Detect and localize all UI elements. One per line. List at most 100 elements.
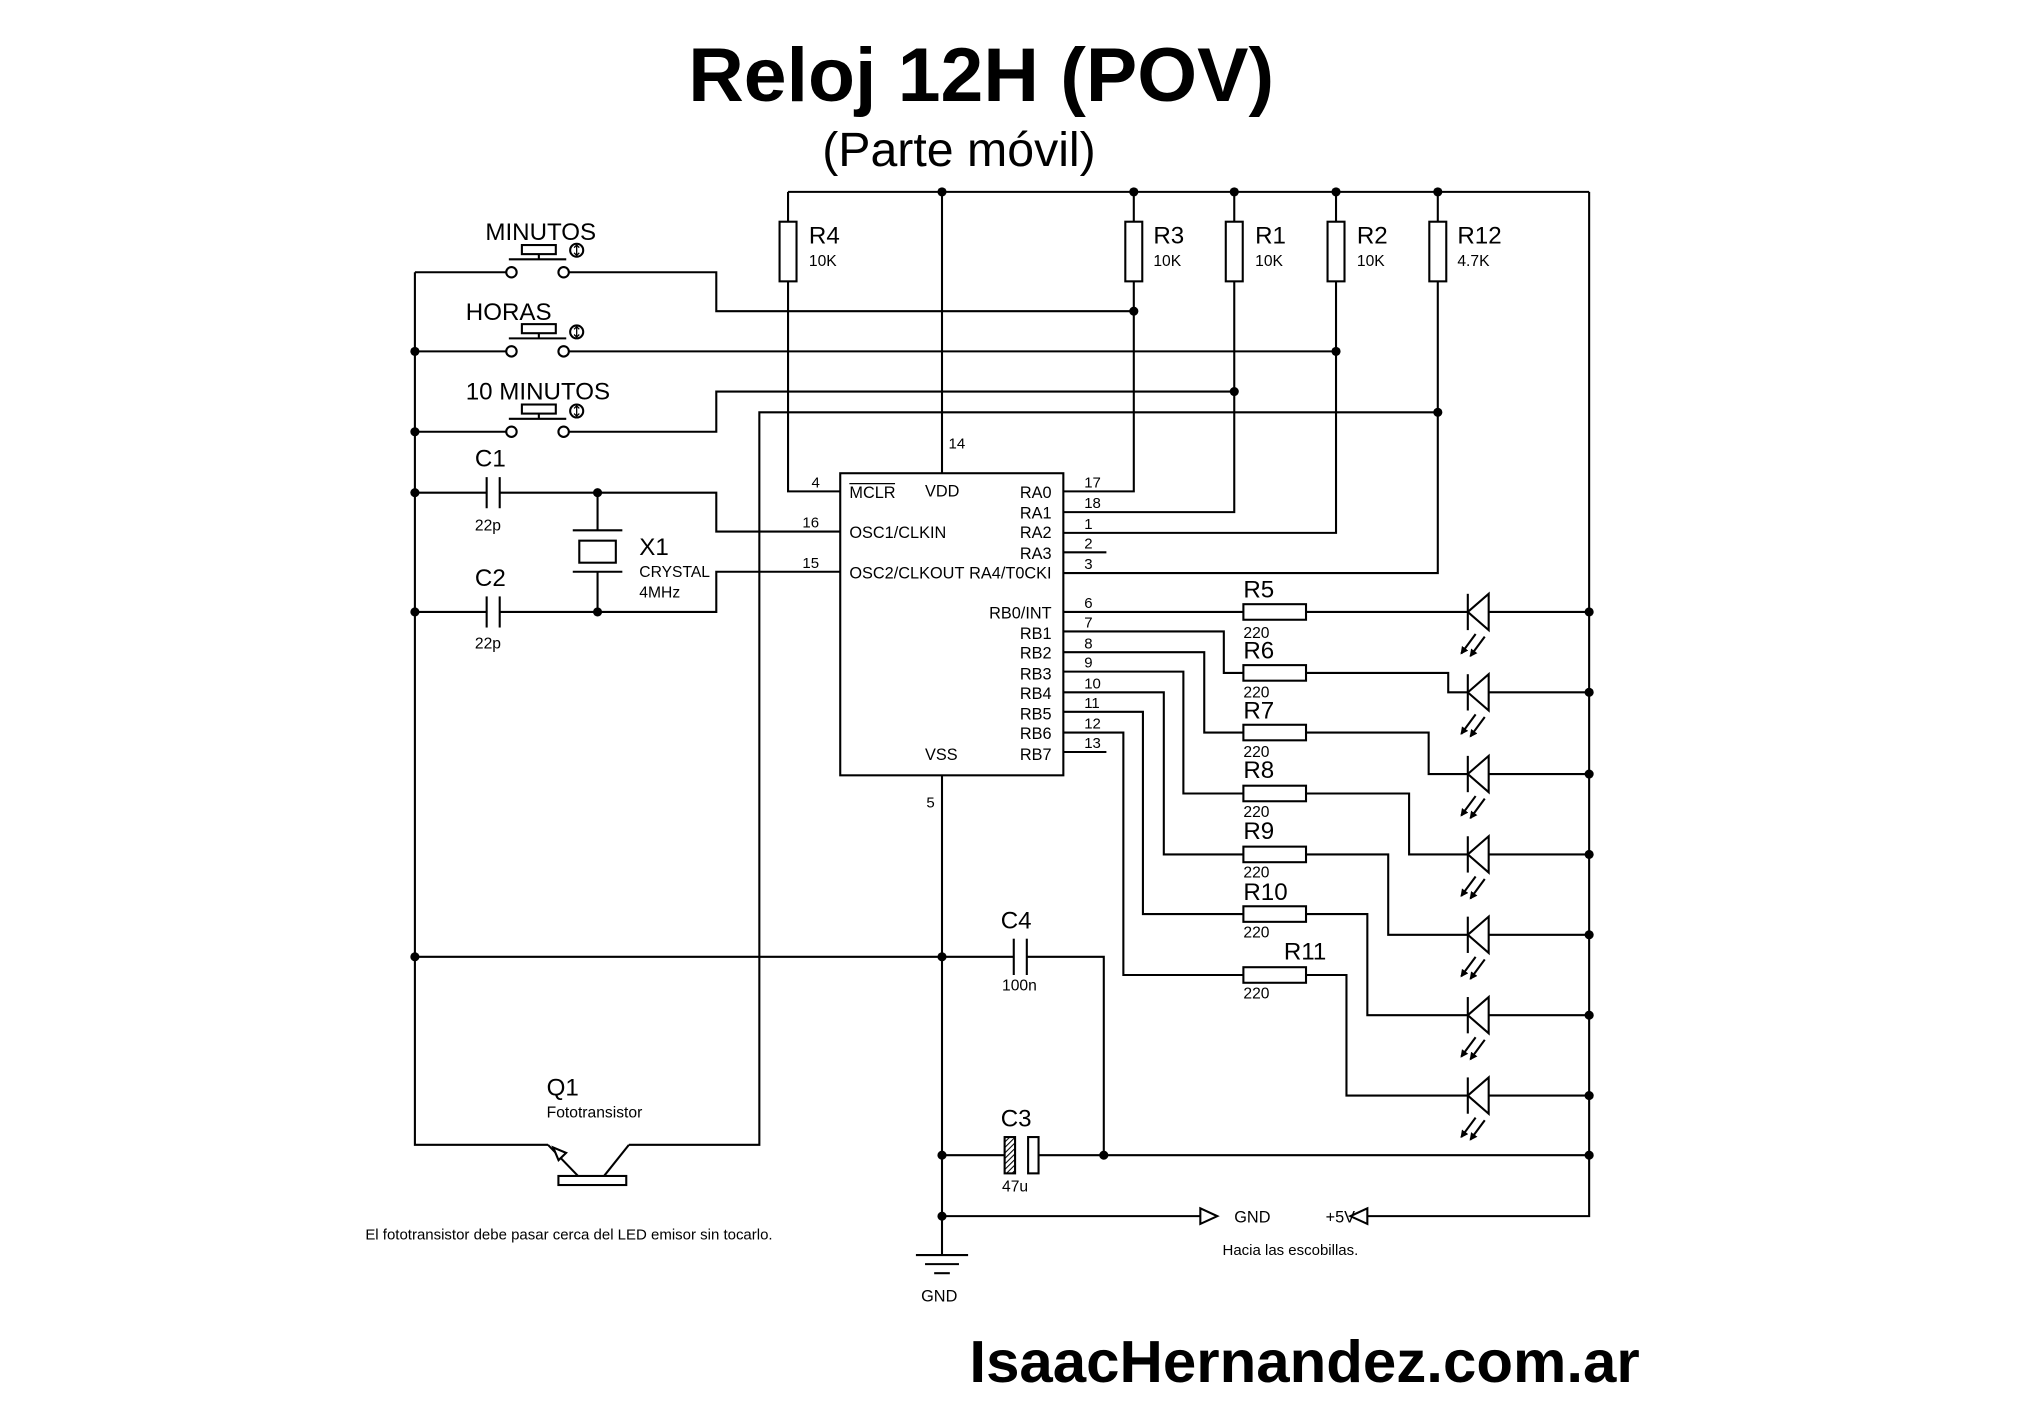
pin-number-vdd: 14 xyxy=(949,436,966,453)
pin-label-vss: VSS xyxy=(925,746,958,764)
resistor-r4-label: R4 xyxy=(809,223,840,250)
wire-left-rail xyxy=(413,272,548,1146)
resistor-r6-label: R6 xyxy=(1243,638,1274,665)
resistor-r10-value: 220 xyxy=(1243,924,1269,941)
junction-dot xyxy=(410,607,420,617)
switch-contact xyxy=(557,345,570,358)
resistor-r8-label: R8 xyxy=(1243,757,1274,784)
pin-number-rb6: 12 xyxy=(1084,716,1101,733)
led-icon xyxy=(1460,753,1490,820)
led-icon xyxy=(1460,833,1490,900)
microcontroller-body xyxy=(839,472,1065,777)
wire-rb1 xyxy=(1063,630,1244,674)
switch-minutos: MINUTOS xyxy=(485,219,596,279)
power-connector: GND +5V Hacia las escobillas. xyxy=(1199,1206,1369,1259)
pin-label-rb0: RB0/INT xyxy=(989,604,1052,622)
crystal-x1-label: X1 xyxy=(639,534,669,561)
pin-label-ra2: RA2 xyxy=(1020,524,1052,542)
capacitor-c2: C2 22p xyxy=(475,565,506,652)
resistor-r11: R11 220 xyxy=(1242,939,1326,1002)
resistor-r3: R3 10K xyxy=(1124,220,1184,283)
capacitor-c3-label: C3 xyxy=(1001,1106,1032,1133)
resistor-r10-label: R10 xyxy=(1243,879,1287,906)
pin-label-mclr: MCLR xyxy=(849,484,895,502)
wire-rb4 xyxy=(1063,691,1244,856)
resistor-r12-label: R12 xyxy=(1457,223,1501,250)
phototransistor-collector xyxy=(603,1144,630,1177)
resistor-r7-value: 220 xyxy=(1243,744,1269,761)
led-icon xyxy=(1460,671,1490,738)
wire-right-rail xyxy=(1367,191,1591,1218)
junction-dot xyxy=(410,427,420,437)
junction-dot xyxy=(1433,407,1443,417)
junction-dot xyxy=(1129,306,1139,316)
resistor-r4: R4 10K xyxy=(778,220,840,283)
pin-label-ra1: RA1 xyxy=(1020,505,1052,523)
schematic-title: Reloj 12H (POV) xyxy=(688,33,1274,118)
resistor-r8: R8 220 xyxy=(1242,757,1308,821)
push-button-actuator-icon xyxy=(569,403,585,419)
pin-number-ra3: 2 xyxy=(1084,535,1092,552)
junction-dot xyxy=(1129,187,1139,197)
wire-mclr xyxy=(787,281,841,493)
junction-dot xyxy=(1584,1150,1594,1160)
resistor-r1-label: R1 xyxy=(1255,223,1286,250)
phototransistor-emitter xyxy=(547,1144,579,1177)
resistor-r10: R10 220 xyxy=(1242,879,1308,941)
switch-10-minutos: 10 MINUTOS xyxy=(466,378,610,438)
switch-horas: HORAS xyxy=(466,299,585,358)
resistor-r9: R9 220 xyxy=(1242,818,1308,882)
junction-dot xyxy=(1584,1091,1594,1101)
resistor-r2: R2 10K xyxy=(1326,220,1388,283)
arrow-icon xyxy=(1347,1206,1369,1226)
resistor-r4-value: 10K xyxy=(809,253,837,270)
pin-label-rb5: RB5 xyxy=(1020,706,1052,724)
wire-rb5 xyxy=(1063,710,1244,916)
pin-label-ra0: RA0 xyxy=(1020,484,1052,502)
pin-number-ra4: 3 xyxy=(1084,556,1092,573)
pin-number-rb3: 9 xyxy=(1084,655,1092,672)
resistor-r7: R7 220 xyxy=(1242,697,1308,761)
junction-dots xyxy=(410,187,1594,1221)
crystal-x1-type: CRYSTAL xyxy=(639,564,710,581)
ground-label: GND xyxy=(921,1288,957,1306)
resistor-r6-value: 220 xyxy=(1243,685,1269,702)
switch-horas-label: HORAS xyxy=(466,299,552,326)
switch-contact xyxy=(557,425,570,438)
junction-dot xyxy=(1584,930,1594,940)
wire-r7-led3 xyxy=(1306,731,1468,776)
pin-number-rb7: 13 xyxy=(1084,735,1101,752)
pin-number-rb2: 8 xyxy=(1084,635,1092,652)
arrow-icon xyxy=(1199,1206,1220,1226)
junction-dot xyxy=(1433,187,1443,197)
junction-dot xyxy=(1584,687,1594,697)
phototransistor-base-bar xyxy=(557,1174,628,1187)
capacitor-c3: C3 47u xyxy=(1001,1106,1040,1196)
wire-10min-right xyxy=(568,390,1235,433)
capacitor-c2-value: 22p xyxy=(475,635,501,652)
pin-number-osc1: 16 xyxy=(802,515,819,532)
wire-r1-ra1 xyxy=(1063,281,1236,514)
junction-dot xyxy=(410,346,420,356)
wire-osc1 xyxy=(499,491,841,533)
wire-r6-led2 xyxy=(1306,671,1468,694)
crystal-icon xyxy=(572,529,623,573)
resistor-r5-label: R5 xyxy=(1243,577,1274,604)
resistor-r1: R1 10K xyxy=(1224,220,1286,283)
junction-dot xyxy=(592,488,603,498)
switch-plunger-cap xyxy=(520,244,557,256)
pin-label-rb3: RB3 xyxy=(1020,665,1052,683)
pin-label-ra3: RA3 xyxy=(1020,545,1052,563)
resistor-r5: R5 220 xyxy=(1242,577,1308,642)
wires xyxy=(413,190,1591,1256)
switch-minutos-label: MINUTOS xyxy=(485,219,596,246)
pin-label-osc2: OSC2/CLKOUT xyxy=(849,564,964,582)
junction-dot xyxy=(1229,387,1239,397)
schematic-subtitle: (Parte móvil) xyxy=(822,123,1096,177)
wire-r8-led4 xyxy=(1306,792,1468,856)
switch-contact xyxy=(557,266,570,279)
led-icon xyxy=(1460,1075,1490,1141)
resistor-r12-value: 4.7K xyxy=(1457,253,1490,270)
wire-minutos-right xyxy=(568,271,1134,313)
